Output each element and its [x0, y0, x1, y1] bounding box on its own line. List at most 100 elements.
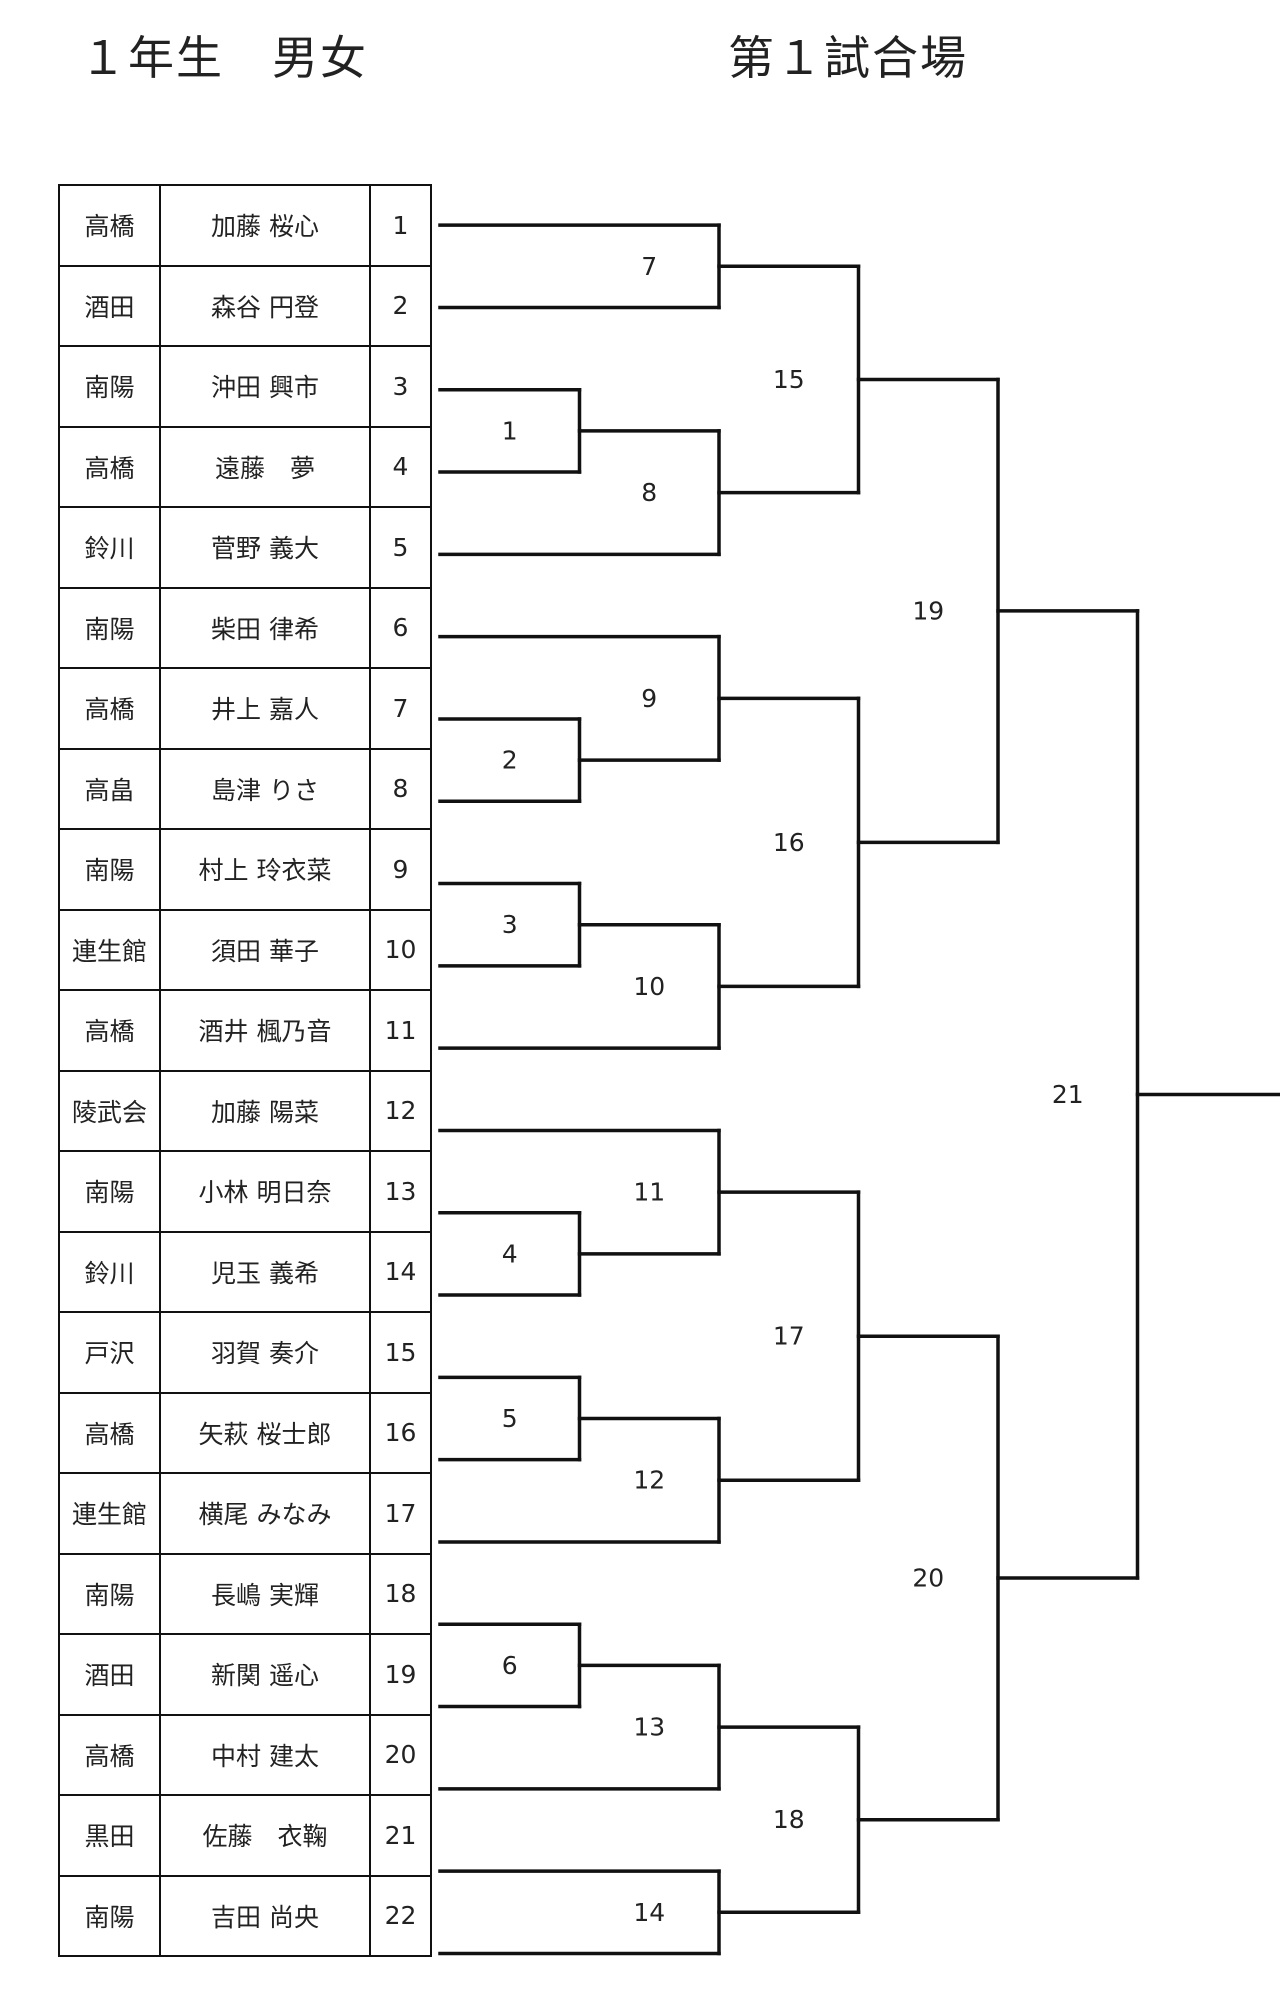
entry-name: 遠藤 夢	[159, 425, 371, 508]
entry-name: 中村 建太	[159, 1713, 371, 1796]
match-number: 6	[502, 1651, 518, 1680]
entry-number: 4	[369, 425, 432, 508]
match-number: 21	[1052, 1080, 1084, 1109]
entry-name: 加藤 陽菜	[159, 1069, 371, 1152]
match-number: 15	[773, 365, 805, 394]
match-number: 8	[641, 478, 657, 507]
entry-club: 南陽	[58, 1150, 161, 1233]
entry-number: 20	[369, 1713, 432, 1796]
entry-name: 加藤 桜心	[159, 184, 371, 267]
entry-number: 14	[369, 1230, 432, 1313]
entry-number: 9	[369, 828, 432, 911]
match-number: 9	[641, 684, 657, 713]
entry-club: 南陽	[58, 345, 161, 428]
entry-name: 羽賀 奏介	[159, 1311, 371, 1394]
entry-number: 7	[369, 667, 432, 750]
entry-number: 2	[369, 264, 432, 347]
entry-number: 1	[369, 184, 432, 267]
entry-club: 戸沢	[58, 1311, 161, 1394]
entry-number: 17	[369, 1472, 432, 1555]
entry-number: 12	[369, 1069, 432, 1152]
entry-number: 18	[369, 1552, 432, 1635]
entry-name: 小林 明日奈	[159, 1150, 371, 1233]
entry-club: 南陽	[58, 828, 161, 911]
entry-club: 連生館	[58, 908, 161, 991]
match-number: 4	[502, 1239, 518, 1268]
entry-number: 11	[369, 989, 432, 1072]
match-number: 18	[773, 1805, 805, 1834]
match-number: 10	[633, 972, 665, 1001]
entry-club: 鈴川	[58, 1230, 161, 1313]
entry-club: 高橋	[58, 989, 161, 1072]
entry-name: 矢萩 桜士郎	[159, 1391, 371, 1474]
match-number: 5	[502, 1404, 518, 1433]
entry-club: 高橋	[58, 1391, 161, 1474]
entry-club: 高橋	[58, 425, 161, 508]
entry-number: 16	[369, 1391, 432, 1474]
entry-number: 19	[369, 1633, 432, 1716]
entry-number: 8	[369, 747, 432, 830]
entry-club: 高橋	[58, 667, 161, 750]
entry-name: 吉田 尚央	[159, 1874, 371, 1957]
entry-name: 横尾 みなみ	[159, 1472, 371, 1555]
entry-club: 酒田	[58, 264, 161, 347]
match-number: 20	[912, 1563, 944, 1592]
entry-name: 柴田 律希	[159, 586, 371, 669]
entry-club: 黒田	[58, 1794, 161, 1877]
match-number: 13	[633, 1713, 665, 1742]
entry-club: 南陽	[58, 1874, 161, 1957]
match-number: 14	[633, 1898, 665, 1927]
entry-club: 高畠	[58, 747, 161, 830]
match-number: 3	[502, 910, 518, 939]
entry-name: 森谷 円登	[159, 264, 371, 347]
entry-club: 高橋	[58, 184, 161, 267]
entry-club: 酒田	[58, 1633, 161, 1716]
match-number: 16	[773, 828, 805, 857]
match-number: 19	[912, 596, 944, 625]
entry-number: 15	[369, 1311, 432, 1394]
entry-name: 井上 嘉人	[159, 667, 371, 750]
venue-title: 第１試合場	[728, 31, 968, 85]
entry-number: 5	[369, 506, 432, 589]
entry-name: 新関 遥心	[159, 1633, 371, 1716]
entry-name: 酒井 楓乃音	[159, 989, 371, 1072]
entry-number: 3	[369, 345, 432, 428]
entry-number: 21	[369, 1794, 432, 1877]
entry-club: 陵武会	[58, 1069, 161, 1152]
entry-name: 島津 りさ	[159, 747, 371, 830]
entry-club: 連生館	[58, 1472, 161, 1555]
entry-name: 菅野 義大	[159, 506, 371, 589]
match-number: 1	[502, 416, 518, 445]
entry-club: 高橋	[58, 1713, 161, 1796]
entry-name: 村上 玲衣菜	[159, 828, 371, 911]
match-number: 12	[633, 1466, 665, 1495]
entry-name: 佐藤 衣鞠	[159, 1794, 371, 1877]
match-number: 11	[633, 1178, 665, 1207]
entry-number: 22	[369, 1874, 432, 1957]
entry-club: 南陽	[58, 1552, 161, 1635]
match-number: 7	[641, 252, 657, 281]
